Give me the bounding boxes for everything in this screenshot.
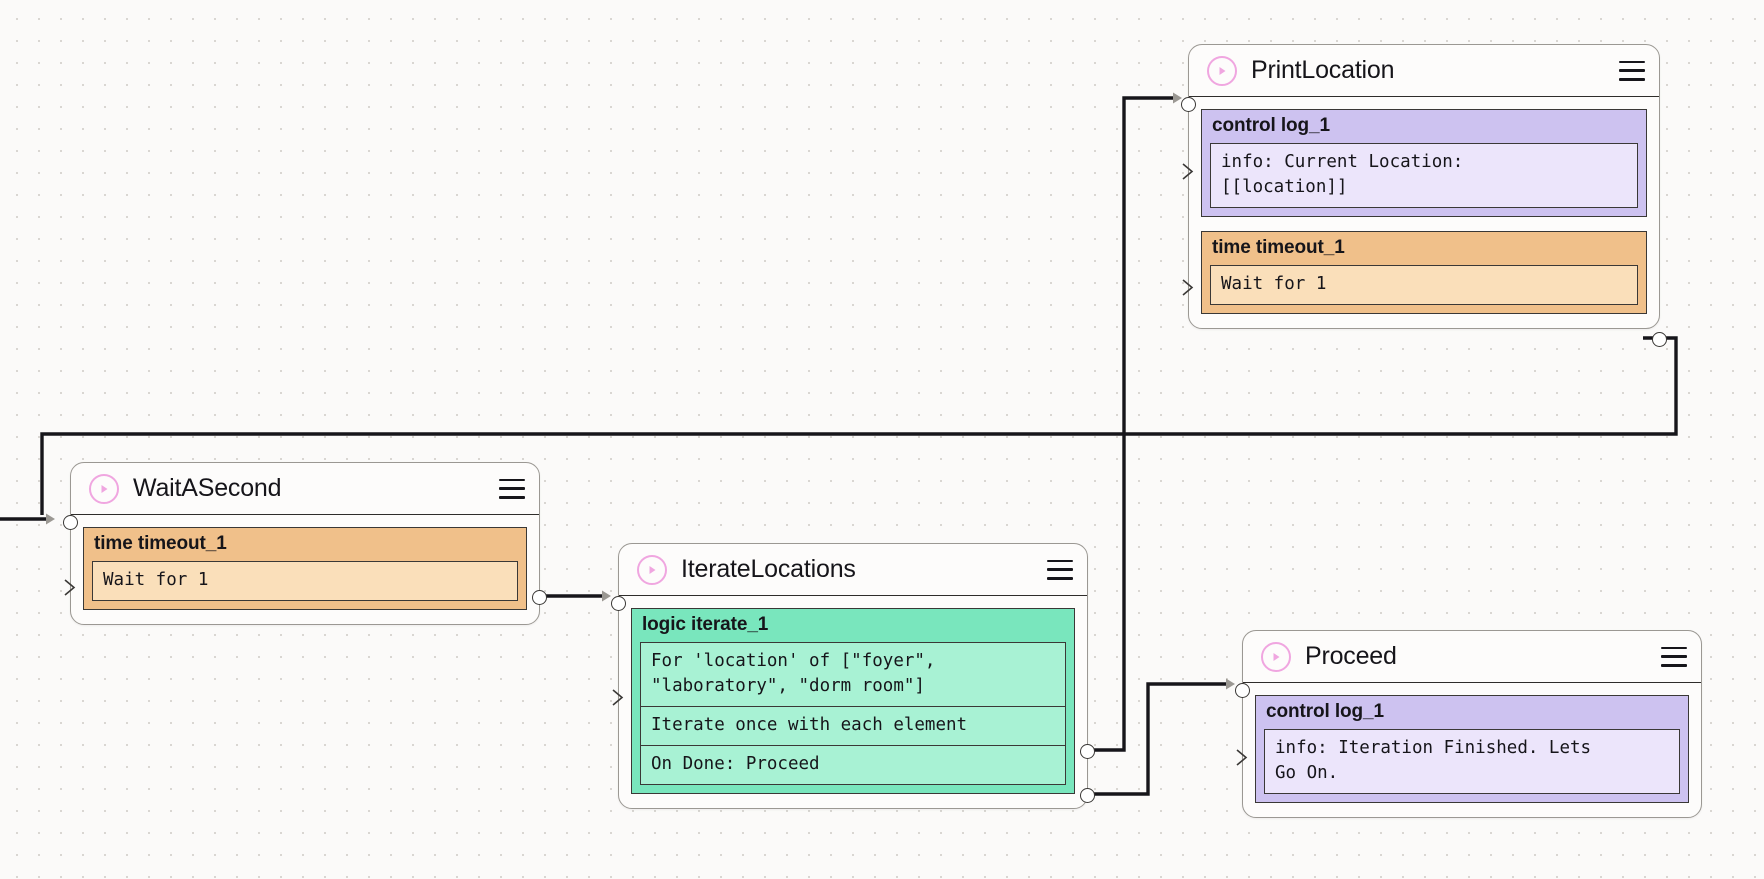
block-row-for[interactable]: For 'location' of ["foyer", "laboratory"…: [651, 651, 936, 696]
output-port-time-timeout[interactable]: [1652, 332, 1667, 347]
node-header-iteratelocations[interactable]: IterateLocations: [619, 544, 1087, 596]
block-row-on-done[interactable]: On Done: Proceed: [641, 745, 1065, 784]
block-row[interactable]: Wait for 1: [103, 570, 209, 590]
block-logic-iterate[interactable]: logic iterate_1 For 'location' of ["foye…: [631, 608, 1075, 794]
block-header: control log_1: [1212, 115, 1330, 136]
block-header: time timeout_1: [1212, 237, 1345, 258]
node-proceed[interactable]: Proceed control log_1 info: Iteration Fi…: [1235, 630, 1702, 818]
node-header-waitasecond[interactable]: WaitASecond: [71, 463, 539, 515]
output-port-iterate-each[interactable]: [1080, 744, 1095, 759]
input-port-flow[interactable]: [611, 596, 626, 611]
block-header: time timeout_1: [94, 533, 227, 554]
play-circle-icon[interactable]: [1207, 55, 1237, 86]
block-row-iterate-mode[interactable]: Iterate once with each element: [641, 706, 1065, 745]
input-port-flow[interactable]: [63, 515, 78, 530]
node-body: time timeout_1 Wait for 1: [71, 515, 539, 624]
block-control-log[interactable]: control log_1 info: Iteration Finished. …: [1255, 695, 1689, 803]
input-port-logic-iterate[interactable]: [612, 689, 625, 706]
block-row[interactable]: info: Current Location: [[location]]: [1221, 152, 1464, 197]
play-circle-icon[interactable]: [637, 554, 667, 585]
block-rows: info: Current Location: [[location]]: [1210, 143, 1638, 208]
block-control-log[interactable]: control log_1 info: Current Location: [[…: [1201, 109, 1647, 217]
hamburger-menu-icon[interactable]: [499, 478, 525, 499]
block-rows: For 'location' of ["foyer", "laboratory"…: [640, 642, 1066, 785]
hamburger-menu-icon[interactable]: [1619, 60, 1645, 81]
block-header: logic iterate_1: [642, 614, 769, 635]
input-port-control-log[interactable]: [1182, 163, 1195, 180]
node-body: control log_1 info: Current Location: [[…: [1189, 97, 1659, 328]
node-title: PrintLocation: [1251, 56, 1395, 84]
node-title: Proceed: [1305, 642, 1397, 670]
node-title: WaitASecond: [133, 474, 282, 502]
node-title: IterateLocations: [681, 555, 856, 583]
block-rows: Wait for 1: [92, 561, 518, 601]
input-port-time-timeout[interactable]: [1182, 279, 1195, 296]
edge-iteratelocations-to-proceed: [1066, 678, 1235, 796]
input-port-time-timeout[interactable]: [64, 579, 77, 596]
output-port-on-done[interactable]: [1080, 788, 1095, 803]
node-header-printlocation[interactable]: PrintLocation: [1189, 45, 1659, 97]
input-port-flow[interactable]: [1235, 683, 1250, 698]
node-body: control log_1 info: Iteration Finished. …: [1243, 683, 1701, 817]
node-printlocation[interactable]: PrintLocation control log_1 info: Curren…: [1181, 44, 1667, 347]
hamburger-menu-icon[interactable]: [1661, 646, 1687, 667]
node-waitasecond[interactable]: WaitASecond time timeout_1 Wait for 1: [63, 462, 547, 625]
block-header: control log_1: [1266, 701, 1384, 722]
block-row[interactable]: info: Iteration Finished. Lets Go On.: [1275, 738, 1592, 783]
block-rows: Wait for 1: [1210, 265, 1638, 305]
block-row[interactable]: Wait for 1: [1221, 274, 1327, 294]
block-rows: info: Iteration Finished. Lets Go On.: [1264, 729, 1680, 794]
output-port-time-timeout[interactable]: [532, 590, 547, 605]
node-body: logic iterate_1 For 'location' of ["foye…: [619, 596, 1087, 808]
block-time-timeout[interactable]: time timeout_1 Wait for 1: [1201, 231, 1647, 314]
input-port-flow[interactable]: [1181, 97, 1196, 112]
block-time-timeout[interactable]: time timeout_1 Wait for 1: [83, 527, 527, 610]
play-circle-icon[interactable]: [89, 473, 119, 504]
play-circle-icon[interactable]: [1261, 641, 1291, 672]
node-iteratelocations[interactable]: IterateLocations logic iterate_1 For 'lo…: [611, 543, 1095, 809]
hamburger-menu-icon[interactable]: [1047, 559, 1073, 580]
input-port-control-log[interactable]: [1236, 749, 1249, 766]
node-header-proceed[interactable]: Proceed: [1243, 631, 1701, 683]
